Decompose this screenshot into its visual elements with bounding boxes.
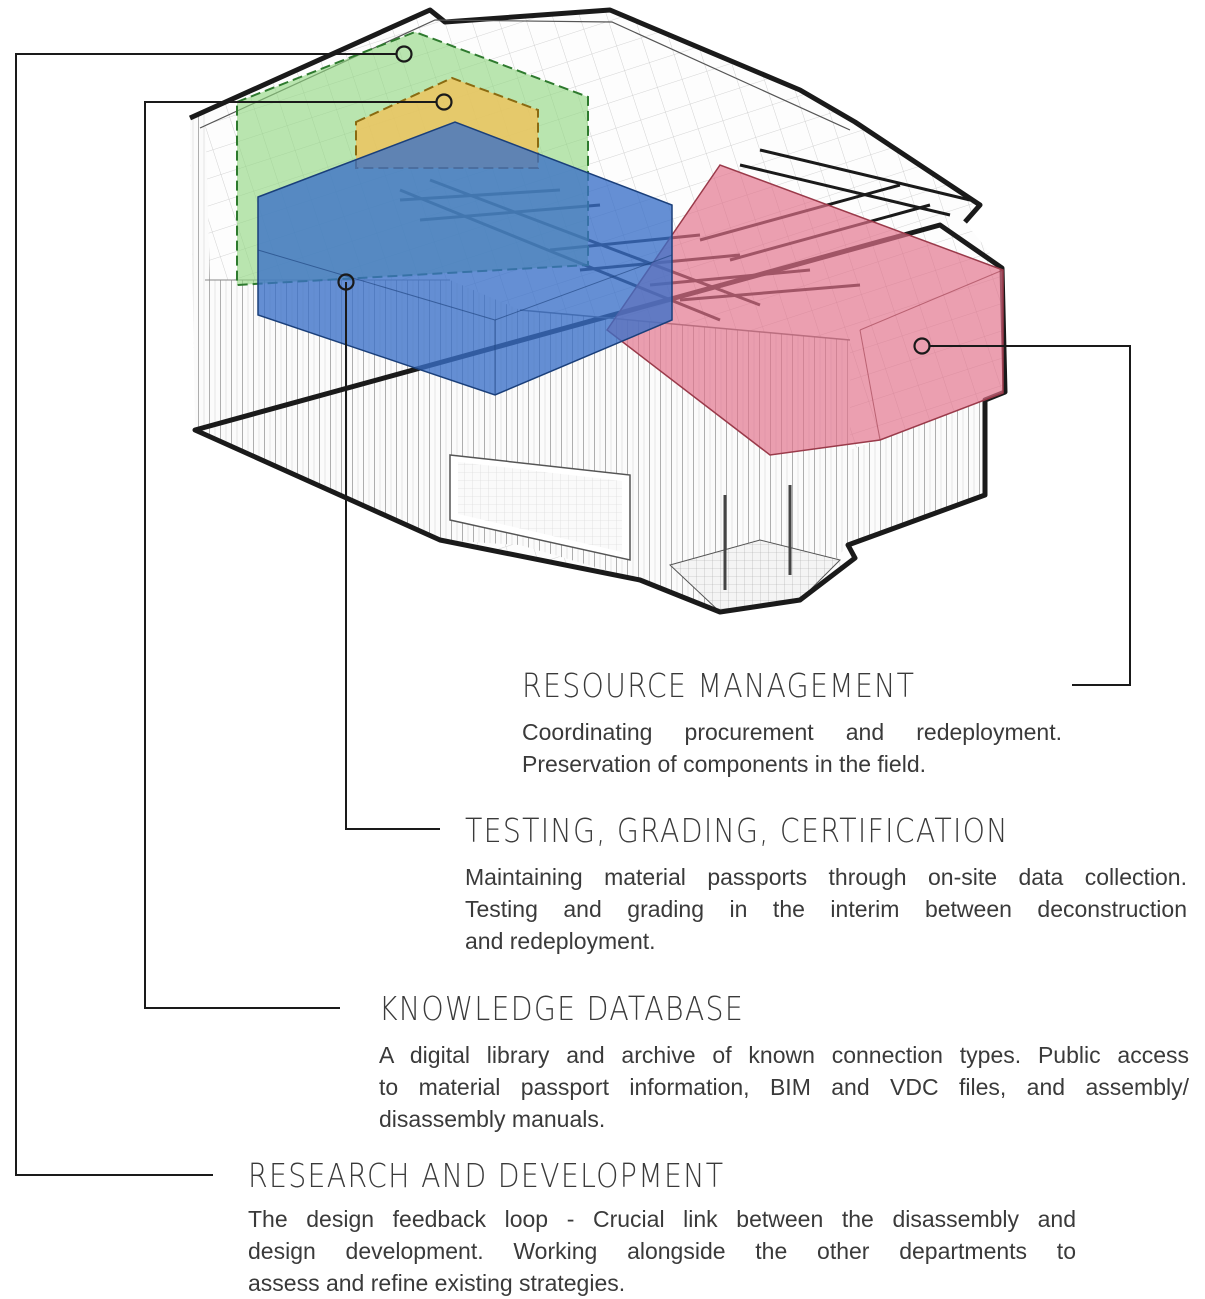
leader-testing-grading-certification bbox=[345, 282, 440, 830]
description-line: and redeployment. bbox=[465, 928, 656, 954]
knowledge-database-title: KNOWLEDGE DATABASE bbox=[379, 989, 745, 1028]
description-line: The design feedback loop - Crucial link … bbox=[248, 1206, 1076, 1232]
description-line: design development. Working alongside th… bbox=[248, 1238, 1076, 1264]
research-and-development-description: The design feedback loop - Crucial link … bbox=[248, 1203, 1076, 1299]
zone-testing-grading-certification bbox=[257, 121, 673, 396]
marker-knowledge-database bbox=[435, 93, 453, 111]
program-zones bbox=[236, 30, 1004, 456]
resource-management-description: Coordinating procurement and redeploymen… bbox=[522, 716, 1062, 780]
description-line: Maintaining material passports through o… bbox=[465, 864, 1187, 890]
testing-grading-certification-description: Maintaining material passports through o… bbox=[465, 861, 1187, 957]
leader-resource-management bbox=[930, 345, 1131, 686]
leader-lines bbox=[15, 53, 1131, 1176]
knowledge-database-description: A digital library and archive of known c… bbox=[379, 1039, 1189, 1135]
description-line: disassembly manuals. bbox=[379, 1106, 606, 1132]
leader-knowledge-database bbox=[144, 101, 436, 1009]
description-line: assess and refine existing strategies. bbox=[248, 1270, 626, 1296]
description-line: Preservation of components in the field. bbox=[522, 751, 927, 777]
marker-resource-management bbox=[913, 337, 931, 355]
marker-testing-grading-certification bbox=[337, 273, 355, 291]
research-and-development-title: RESEARCH AND DEVELOPMENT bbox=[248, 1156, 725, 1195]
description-line: to material passport information, BIM an… bbox=[379, 1074, 1189, 1100]
testing-grading-certification-title: TESTING, GRADING, CERTIFICATION bbox=[465, 811, 1009, 850]
marker-research-and-development bbox=[395, 45, 413, 63]
description-line: Testing and grading in the interim betwe… bbox=[465, 896, 1187, 922]
resource-management-title: RESOURCE MANAGEMENT bbox=[522, 666, 916, 705]
zone-resource-management bbox=[605, 164, 1004, 456]
leader-research-and-development bbox=[15, 53, 397, 1176]
callout-markers bbox=[337, 45, 931, 355]
description-line: Coordinating procurement and redeploymen… bbox=[522, 719, 1062, 745]
description-line: A digital library and archive of known c… bbox=[379, 1042, 1189, 1068]
